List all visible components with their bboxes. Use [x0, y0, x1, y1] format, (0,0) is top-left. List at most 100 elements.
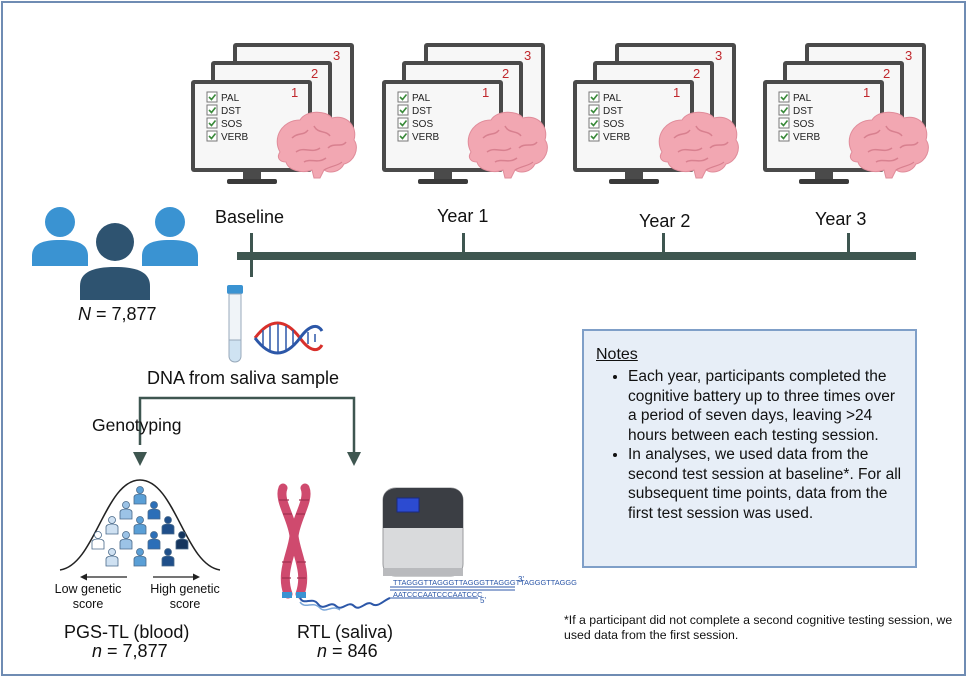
rtl-count: n = 846 — [317, 641, 378, 662]
monitor-screen: 3 — [424, 43, 545, 135]
check-icon — [397, 117, 409, 129]
check-icon — [588, 91, 600, 103]
session-number: 2 — [502, 66, 509, 81]
test-label: DST — [793, 106, 813, 117]
population-figure — [91, 531, 105, 550]
test-label: SOS — [221, 119, 242, 130]
check-icon — [778, 130, 790, 142]
population-figure — [175, 531, 189, 550]
timeline-tick-year2 — [662, 233, 665, 253]
timeline-tick-year3 — [847, 233, 850, 253]
check-icon — [206, 130, 218, 142]
session-number: 2 — [311, 66, 318, 81]
arrow-to-rtl — [347, 452, 361, 466]
footnote: *If a participant did not complete a sec… — [564, 613, 953, 642]
high-genetic-score-label: High genetic score — [150, 582, 220, 611]
monitor-screen: 3 — [615, 43, 736, 135]
check-icon — [588, 117, 600, 129]
session-number: 1 — [291, 85, 298, 100]
notes-box: Notes Each year, participants completed … — [582, 329, 917, 568]
population-figure — [161, 548, 175, 567]
test-label: SOS — [793, 119, 814, 130]
population-figure — [105, 548, 119, 567]
check-icon — [397, 130, 409, 142]
pcr-machine-icon — [382, 487, 464, 577]
timeline-label-year2: Year 2 — [639, 211, 691, 231]
flow-arrows — [138, 396, 356, 455]
telomere-sequence-bottom: AATCCCAATCCCAATCCC — [393, 590, 483, 599]
test-label: DST — [412, 106, 432, 117]
monitor-screen: 1 — [191, 80, 312, 172]
session-number: 1 — [863, 85, 870, 100]
telomere-5-prime: 5' — [480, 596, 486, 605]
timeline-label-year3: Year 3 — [815, 209, 867, 229]
check-icon — [778, 104, 790, 116]
pgs-n-symbol: n — [92, 641, 103, 661]
test-label: PAL — [603, 93, 622, 104]
session-number: 3 — [715, 48, 722, 63]
monitor-screen: 2 — [211, 61, 332, 153]
test-label: VERB — [412, 132, 440, 143]
participants-icon — [32, 207, 198, 300]
population-figure — [105, 516, 119, 535]
notes-title: Notes — [596, 346, 638, 363]
test-label: PAL — [412, 93, 431, 104]
test-label: VERB — [603, 132, 631, 143]
dna-helix-icon — [253, 321, 324, 355]
timeline-tick-year1 — [462, 233, 465, 253]
session-number: 1 — [482, 85, 489, 100]
pgs-distribution-icon — [59, 479, 221, 581]
pgs-count: n = 7,877 — [92, 641, 168, 662]
rtl-title: RTL (saliva) — [297, 622, 394, 642]
session-number: 2 — [883, 66, 890, 81]
notes-item: In analyses, we used data from the secon… — [628, 445, 905, 523]
telomere-3-prime: 3' — [518, 575, 524, 584]
session-number: 3 — [524, 48, 531, 63]
check-icon — [588, 104, 600, 116]
monitor-screen: 3 — [805, 43, 926, 135]
check-icon — [397, 91, 409, 103]
cognitive-battery-monitors: 321PALDSTSOSVERB321PALDSTSOSVERB321PALDS… — [191, 43, 930, 184]
low-genetic-score-label: Low genetic score — [54, 582, 122, 611]
participants-count: N = 7,877 — [78, 304, 157, 325]
timeline-bar — [237, 252, 916, 260]
test-label: SOS — [603, 119, 624, 130]
participants-n-value: = 7,877 — [96, 304, 157, 324]
notes-item: Each year, participants completed the co… — [628, 367, 905, 445]
check-icon — [397, 104, 409, 116]
check-icon — [206, 117, 218, 129]
population-figure — [133, 516, 147, 535]
test-label: DST — [603, 106, 623, 117]
population-figure — [119, 501, 133, 520]
monitor-screen: 2 — [783, 61, 904, 153]
notes-list: Each year, participants completed the co… — [584, 367, 915, 523]
session-number: 2 — [693, 66, 700, 81]
population-figure — [119, 531, 133, 550]
arrow-to-pgs — [133, 452, 147, 466]
population-figure — [147, 531, 161, 550]
check-icon — [778, 117, 790, 129]
check-icon — [588, 130, 600, 142]
pgs-title: PGS-TL (blood) — [64, 622, 190, 642]
check-icon — [778, 91, 790, 103]
monitor-screen: 1 — [763, 80, 884, 172]
test-label: PAL — [221, 93, 240, 104]
monitor-screen: 2 — [593, 61, 714, 153]
population-figure — [133, 548, 147, 567]
population-figure — [161, 516, 175, 535]
saliva-tube-icon — [227, 285, 243, 363]
session-number: 1 — [673, 85, 680, 100]
dna-label: DNA from saliva sample — [147, 368, 340, 388]
test-label: SOS — [412, 119, 433, 130]
test-label: VERB — [221, 132, 249, 143]
rtl-n-symbol: n — [317, 641, 328, 661]
timeline-label-year1: Year 1 — [437, 206, 489, 226]
genotyping-label: Genotyping — [92, 415, 182, 435]
